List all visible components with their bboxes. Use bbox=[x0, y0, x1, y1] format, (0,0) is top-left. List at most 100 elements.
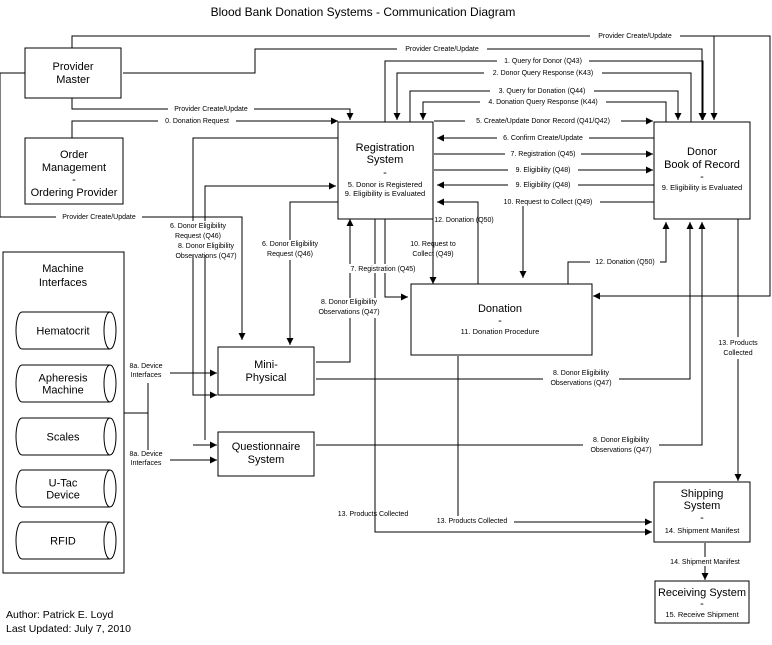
node-sublabel: 9. Eligibility is Evaluated bbox=[662, 183, 742, 192]
node-label: Registration bbox=[356, 142, 415, 154]
node-label: Donor bbox=[687, 146, 717, 158]
node-label: Shipping bbox=[681, 488, 724, 500]
message-label: Provider Create/Update bbox=[62, 214, 136, 221]
message-label: 9. Eligibility (Q48) bbox=[516, 167, 571, 174]
node-donor-book-of-record[interactable]: Donor Book of Record - 9. Eligibility is… bbox=[653, 121, 751, 220]
message-label: Collected bbox=[723, 350, 752, 357]
cylinder-cap bbox=[103, 521, 111, 560]
device-rfid[interactable]: RFID bbox=[15, 521, 117, 560]
cylinder-cap bbox=[103, 364, 111, 403]
message-label: 1. Query for Donor (Q43) bbox=[504, 58, 582, 65]
node-donation[interactable]: Donation - 11. Donation Procedure bbox=[410, 283, 593, 356]
message-label: 3. Query for Donation (Q44) bbox=[499, 88, 586, 95]
message-label: Collect (Q49) bbox=[412, 251, 453, 258]
message-label: 12. Donation (Q50) bbox=[595, 259, 655, 266]
message-label: Interfaces bbox=[131, 372, 162, 379]
node-label: Mini- bbox=[254, 359, 278, 371]
node-label: System bbox=[367, 154, 404, 166]
message-label: 5. Create/Update Donor Record (Q41/Q42) bbox=[476, 118, 610, 125]
message-label: 12. Donation (Q50) bbox=[434, 217, 494, 224]
device-label: Hematocrit bbox=[36, 326, 89, 338]
node-sublabel: 5. Donor is Registered bbox=[348, 180, 423, 189]
message-label: Provider Create/Update bbox=[598, 33, 672, 40]
message-label: Observations (Q47) bbox=[175, 253, 236, 260]
message-label: 14. Shipment Manifest bbox=[670, 559, 740, 566]
message-label: 13. Products Collected bbox=[338, 511, 409, 518]
connector-provider-update-top bbox=[71, 35, 718, 120]
node-sublabel: 11. Donation Procedure bbox=[461, 327, 540, 336]
node-label: Physical bbox=[246, 372, 287, 384]
device-label: RFID bbox=[50, 536, 76, 548]
diagram-title: Blood Bank Donation Systems - Communicat… bbox=[211, 5, 516, 19]
connector-device-1 bbox=[124, 369, 217, 414]
message-label: 0. Donation Request bbox=[165, 118, 229, 125]
message-label: 8a. Device bbox=[129, 451, 162, 458]
node-machine-interfaces[interactable]: Machine Interfaces bbox=[2, 251, 125, 574]
connector-m12a bbox=[437, 198, 479, 284]
message-label: Provider Create/Update bbox=[405, 46, 479, 53]
message-label: 8. Donor Eligibility bbox=[553, 370, 610, 377]
node-label: Master bbox=[56, 74, 90, 86]
connector-m7b bbox=[384, 219, 408, 301]
node-label: - bbox=[700, 171, 704, 183]
node-shipping-system[interactable]: Shipping System - 14. Shipment Manifest bbox=[653, 481, 751, 543]
connector-m10 bbox=[519, 201, 654, 278]
device-label: Apheresis bbox=[39, 373, 88, 385]
message-label: Request (Q46) bbox=[175, 233, 221, 240]
message-label: 8a. Device bbox=[129, 363, 162, 370]
device-label: Scales bbox=[46, 432, 80, 444]
message-label: Interfaces bbox=[131, 460, 162, 467]
node-label: Provider bbox=[53, 61, 94, 73]
node-sublabel: 14. Shipment Manifest bbox=[665, 526, 741, 535]
author-text: Author: Patrick E. Loyd bbox=[6, 609, 114, 621]
node-sublabel: 9. Eligibility is Evaluated bbox=[345, 189, 425, 198]
node-label: - bbox=[498, 315, 502, 327]
connector-m0 bbox=[71, 117, 338, 138]
message-label: 8. Donor Eligibility bbox=[593, 437, 650, 444]
connector-m12b bbox=[567, 222, 670, 284]
connector-provider-update-left bbox=[0, 72, 246, 340]
message-label: 4. Donation Query Response (K44) bbox=[488, 99, 597, 106]
message-label: 8. Donor Eligibility bbox=[321, 299, 378, 306]
message-label: 8. Donor Eligibility bbox=[178, 243, 235, 250]
device-label: U-Tac bbox=[49, 478, 78, 490]
node-mini-physical[interactable]: Mini- Physical bbox=[217, 346, 315, 396]
device-label: Device bbox=[46, 490, 80, 502]
device-scales[interactable]: Scales bbox=[15, 417, 117, 456]
node-provider-master[interactable]: Provider Master bbox=[24, 47, 122, 99]
connector-m8a bbox=[204, 182, 336, 440]
message-label: Observations (Q47) bbox=[550, 380, 611, 387]
last-updated-text: Last Updated: July 7, 2010 bbox=[6, 623, 131, 635]
node-order-management[interactable]: Order Management - Ordering Provider bbox=[24, 137, 124, 205]
cylinder-cap bbox=[103, 311, 111, 350]
message-label: 10. Request to bbox=[410, 241, 456, 248]
device-hematocrit[interactable]: Hematocrit bbox=[15, 311, 117, 350]
message-labels: Provider Create/Update Provider Create/U… bbox=[56, 31, 764, 566]
node-questionnaire-system[interactable]: Questionnaire System bbox=[217, 431, 315, 477]
message-label: 13. Products bbox=[718, 340, 758, 347]
cylinder-cap bbox=[103, 469, 111, 508]
node-receiving-system[interactable]: Receiving System - 15. Receive Shipment bbox=[654, 580, 750, 624]
node-label: Donation bbox=[478, 303, 522, 315]
message-label: 7. Registration (Q45) bbox=[351, 266, 416, 273]
node-label: Ordering Provider bbox=[31, 187, 118, 199]
node-label: Order bbox=[60, 149, 88, 161]
message-label: 6. Donor Eligibility bbox=[170, 223, 227, 230]
connector-provider-to-donation bbox=[593, 35, 771, 300]
message-label: Provider Create/Update bbox=[174, 106, 248, 113]
message-label: 10. Request to Collect (Q49) bbox=[504, 199, 593, 206]
device-list: HematocritApheresisMachineScalesU-TacDev… bbox=[15, 311, 117, 560]
node-registration-system[interactable]: Registration System - 5. Donor is Regist… bbox=[337, 121, 434, 220]
connector-m13c bbox=[374, 219, 652, 536]
node-label: - bbox=[72, 174, 76, 186]
node-label: - bbox=[700, 512, 704, 524]
cylinder-cap bbox=[103, 417, 111, 456]
message-label: Observations (Q47) bbox=[590, 447, 651, 454]
message-label: 13. Products Collected bbox=[437, 518, 508, 525]
message-label: 6. Confirm Create/Update bbox=[503, 135, 583, 142]
message-label: 9. Eligibility (Q48) bbox=[516, 182, 571, 189]
node-label: Management bbox=[42, 162, 106, 174]
node-label: Book of Record bbox=[664, 159, 740, 171]
